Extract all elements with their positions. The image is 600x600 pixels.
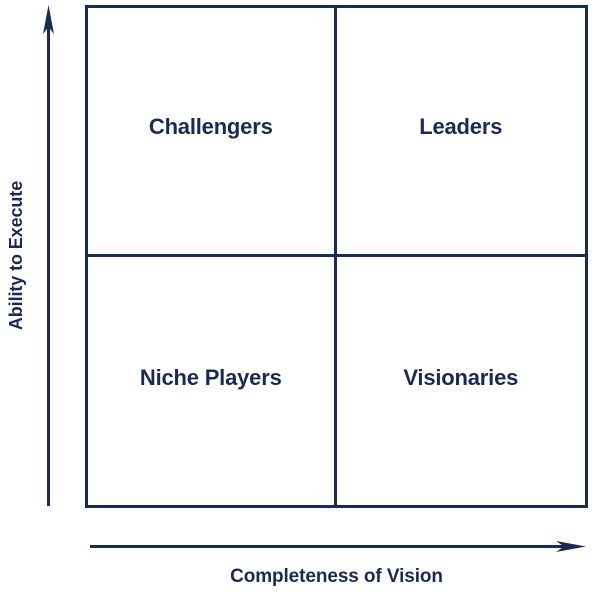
quadrant-matrix: Challengers Leaders Niche Players Vision…	[85, 5, 588, 508]
quadrant-label-visionaries: Visionaries	[403, 364, 519, 390]
x-axis-arrow	[90, 541, 586, 552]
x-axis-title: Completeness of Vision	[85, 566, 588, 588]
x-axis-title-text: Completeness of Vision	[230, 566, 443, 587]
quadrant-niche-players[interactable]: Niche Players	[88, 256, 337, 505]
quadrant-label-niche-players: Niche Players	[139, 364, 282, 390]
quadrant-visionaries[interactable]: Visionaries	[337, 257, 586, 506]
y-axis-title-text: Ability to Execute	[6, 180, 27, 330]
quadrant-challengers[interactable]: Challengers	[88, 8, 337, 257]
quadrant-label-leaders: Leaders	[419, 113, 503, 139]
quadrant-leaders[interactable]: Leaders	[336, 8, 585, 257]
quadrant-label-challengers: Challengers	[148, 113, 273, 139]
y-axis-title: Ability to Execute	[0, 0, 34, 510]
y-axis-arrow	[43, 5, 54, 506]
